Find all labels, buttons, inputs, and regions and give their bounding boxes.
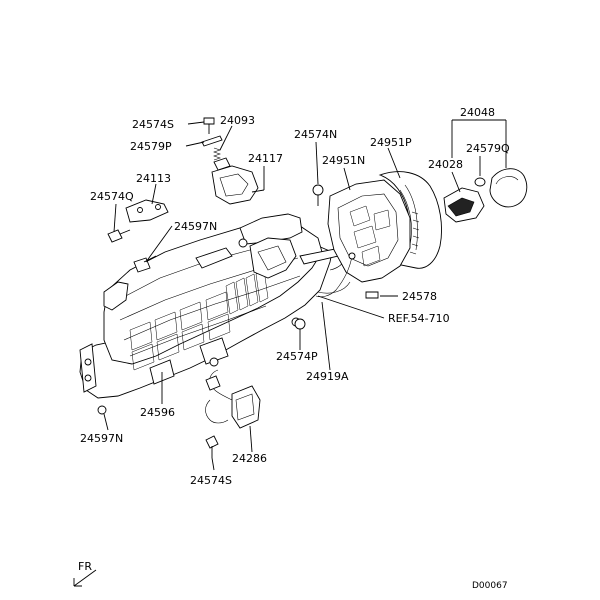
small-parts-upper-left (201, 117, 259, 205)
label-24117: 24117 (248, 152, 283, 165)
label-24048: 24048 (460, 106, 495, 119)
label-24919A: 24919A (306, 370, 349, 383)
front-direction-arrow (73, 569, 97, 587)
label-24574N: 24574N (294, 128, 337, 141)
label-ref-54-710: REF.54-710 (388, 312, 450, 325)
label-24574S-top: 24574S (132, 118, 174, 131)
label-24597N-bottom: 24597N (80, 432, 123, 445)
bracket-24113 (107, 199, 169, 243)
label-24579Q: 24579Q (466, 142, 510, 155)
bracket-grid (129, 291, 231, 371)
screw-24574P (294, 318, 306, 340)
label-24574S-bottom: 24574S (190, 474, 232, 487)
label-24574Q: 24574Q (90, 190, 134, 203)
label-24597N-top: 24597N (174, 220, 217, 233)
label-24596: 24596 (140, 406, 175, 419)
key-cylinder-assembly (443, 168, 528, 223)
pin-24578 (365, 291, 379, 299)
module-24286 (205, 369, 261, 458)
label-24093: 24093 (220, 114, 255, 127)
callout-labels: 24574S 24093 24579P 24117 24113 24574Q 2… (78, 106, 510, 591)
label-24578: 24578 (402, 290, 437, 303)
steering-column-assembly (79, 213, 365, 415)
label-24286: 24286 (232, 452, 267, 465)
leader-lines (103, 119, 507, 471)
label-24579P: 24579P (130, 140, 172, 153)
label-24113: 24113 (136, 172, 171, 185)
label-24574P: 24574P (276, 350, 318, 363)
label-24028: 24028 (428, 158, 463, 171)
label-24951P: 24951P (370, 136, 412, 149)
label-24951N: 24951N (322, 154, 365, 167)
screw-24574N (312, 184, 324, 206)
label-fr: FR (78, 560, 92, 573)
combination-switch-housing (315, 171, 442, 298)
diagram-code: D00067 (472, 581, 508, 591)
